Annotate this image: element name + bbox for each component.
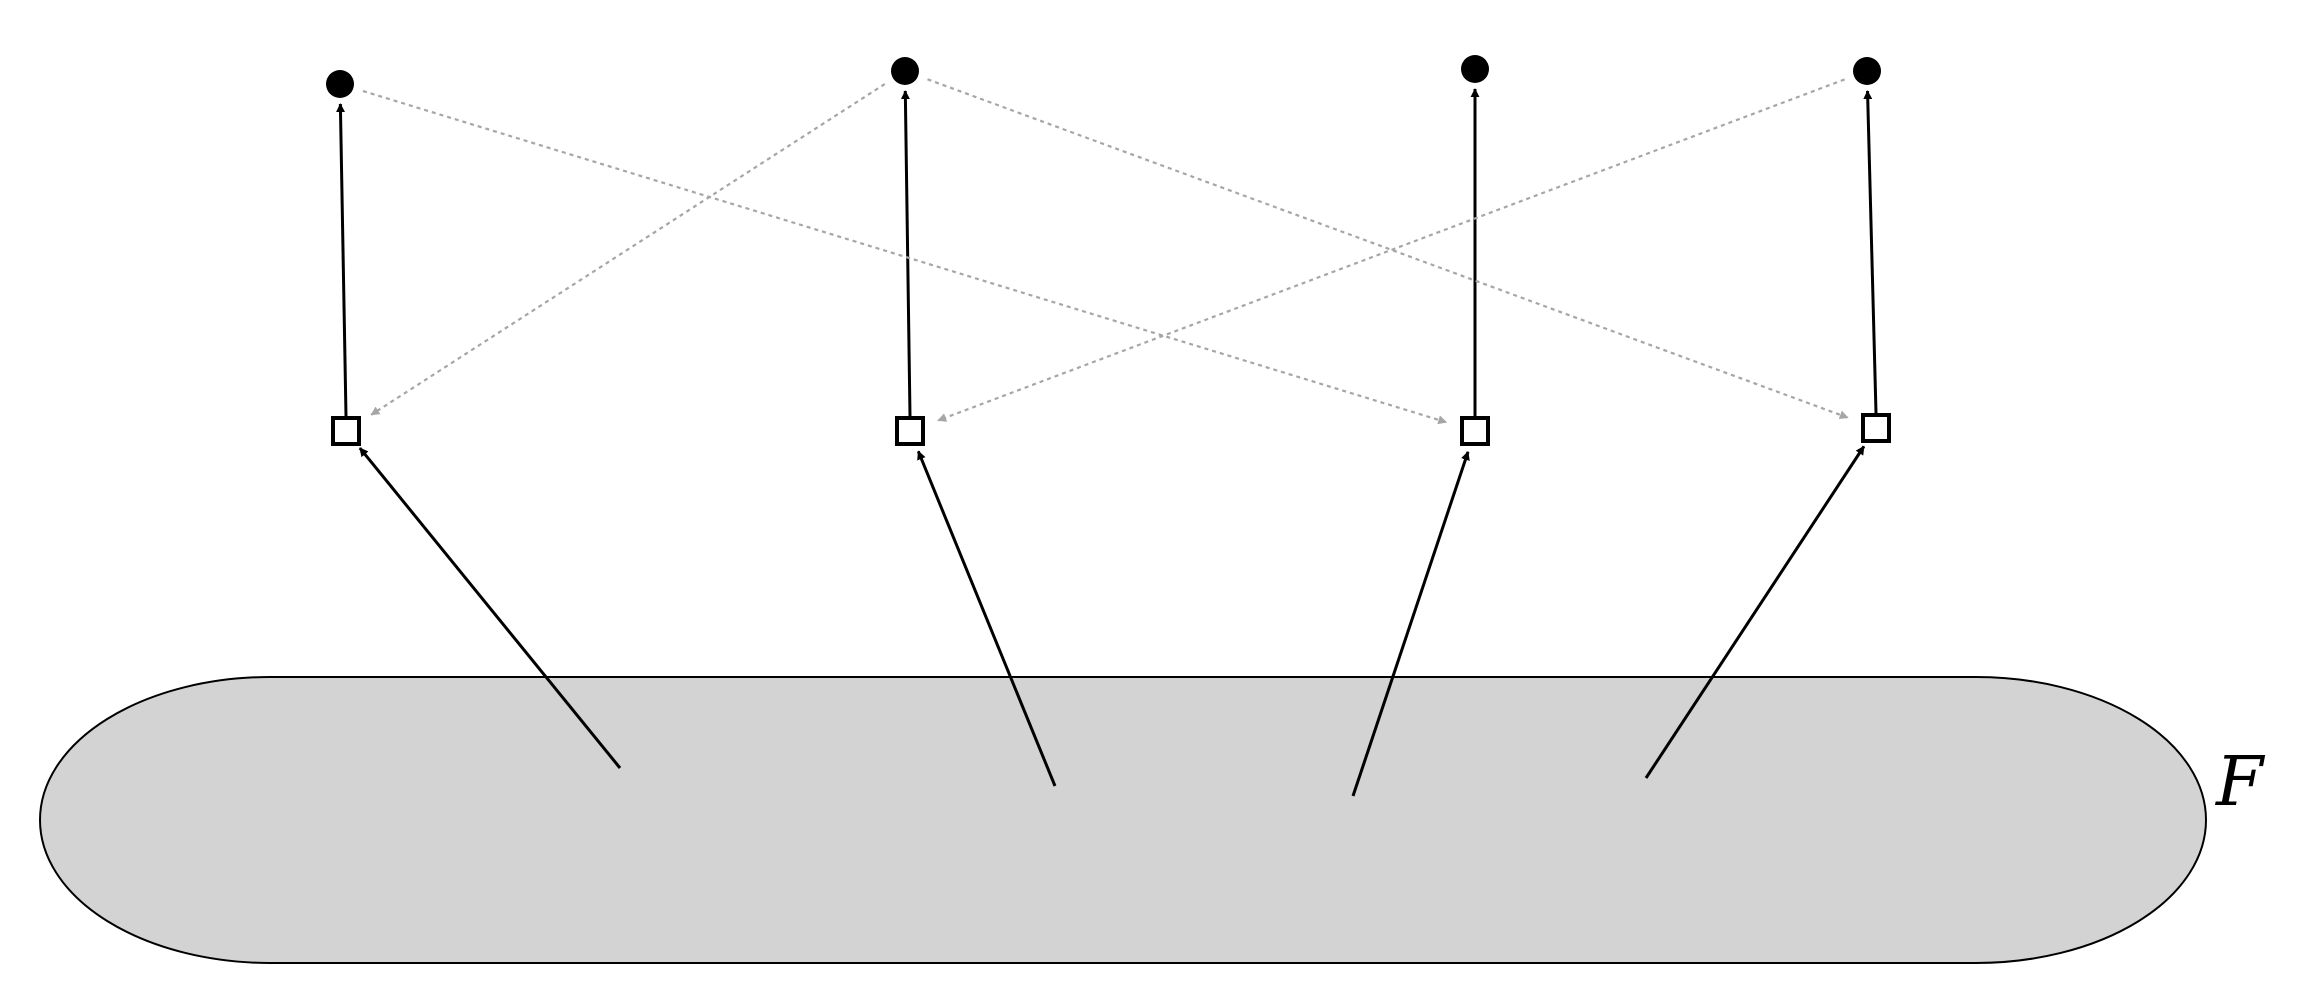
arrow-region-to-m2 [916, 450, 1057, 787]
arrow-region-to-m1 [358, 447, 622, 769]
arrow-m4-to-t4 [1863, 90, 1878, 414]
top-node-t4 [1853, 57, 1881, 85]
top-node-t2 [891, 57, 919, 85]
top-node-t1 [326, 70, 354, 98]
top-node-t3 [1461, 55, 1489, 83]
nodes-layer [326, 55, 1891, 446]
arrow-m2-to-t2 [900, 90, 912, 417]
dashed-arrow-t2-to-m4 [927, 78, 1849, 420]
mid-node-m2 [895, 416, 925, 446]
dashed-arrow-t1-to-m3 [362, 89, 1448, 425]
arrow-region-to-m3 [1351, 451, 1470, 797]
dashed-arrow-t4-to-m2 [937, 78, 1845, 422]
region-f [39, 676, 2207, 964]
mid-node-m3 [1460, 416, 1490, 446]
mid-node-m4 [1861, 413, 1891, 443]
arrow-region-to-m4 [1644, 445, 1866, 779]
mid-node-m1 [331, 416, 361, 446]
arrow-m1-to-t1 [336, 103, 348, 417]
dashed-arrow-t2-to-m1 [370, 83, 886, 416]
edges-layer [336, 78, 1878, 797]
region-label: F [2214, 743, 2266, 822]
